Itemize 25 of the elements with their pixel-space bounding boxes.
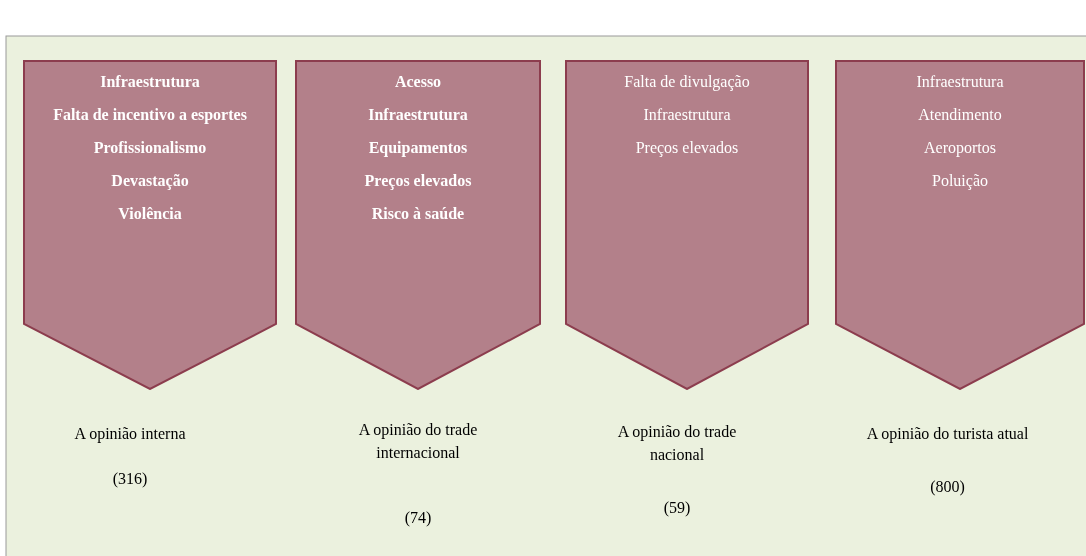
- count-label: (74): [403, 508, 433, 529]
- list-item: Violência: [117, 204, 183, 223]
- list-item: Devastação: [110, 171, 190, 190]
- list-item: Infraestrutura: [642, 105, 732, 124]
- list-item: Infraestrutura: [99, 72, 201, 91]
- count-label: (800): [929, 477, 966, 498]
- list-item: Equipamentos: [367, 138, 469, 157]
- list-item: Atendimento: [917, 105, 1003, 124]
- list-item: Preços elevados: [363, 171, 473, 190]
- list-item: Preços elevados: [634, 138, 740, 157]
- count-label: (59): [662, 498, 692, 519]
- list-item: Risco à saúde: [370, 204, 466, 223]
- list-item: Aeroportos: [923, 138, 997, 157]
- list-item: Poluição: [931, 171, 989, 190]
- list-item: Profissionalismo: [92, 138, 208, 157]
- list-item: Falta de divulgação: [623, 72, 751, 91]
- group-label: A opinião do trade nacional: [616, 422, 738, 465]
- list-item: Falta de incentivo a esportes: [53, 105, 247, 124]
- group-label: A opinião interna: [73, 424, 187, 445]
- group-label: A opinião do turista atual: [865, 424, 1030, 445]
- count-label: (316): [111, 469, 149, 490]
- group-label: A opinião do trade internacional: [357, 420, 479, 463]
- list-item: Acesso: [393, 72, 443, 91]
- list-item: Infraestrutura: [915, 72, 1005, 91]
- list-item: Infraestrutura: [367, 105, 469, 124]
